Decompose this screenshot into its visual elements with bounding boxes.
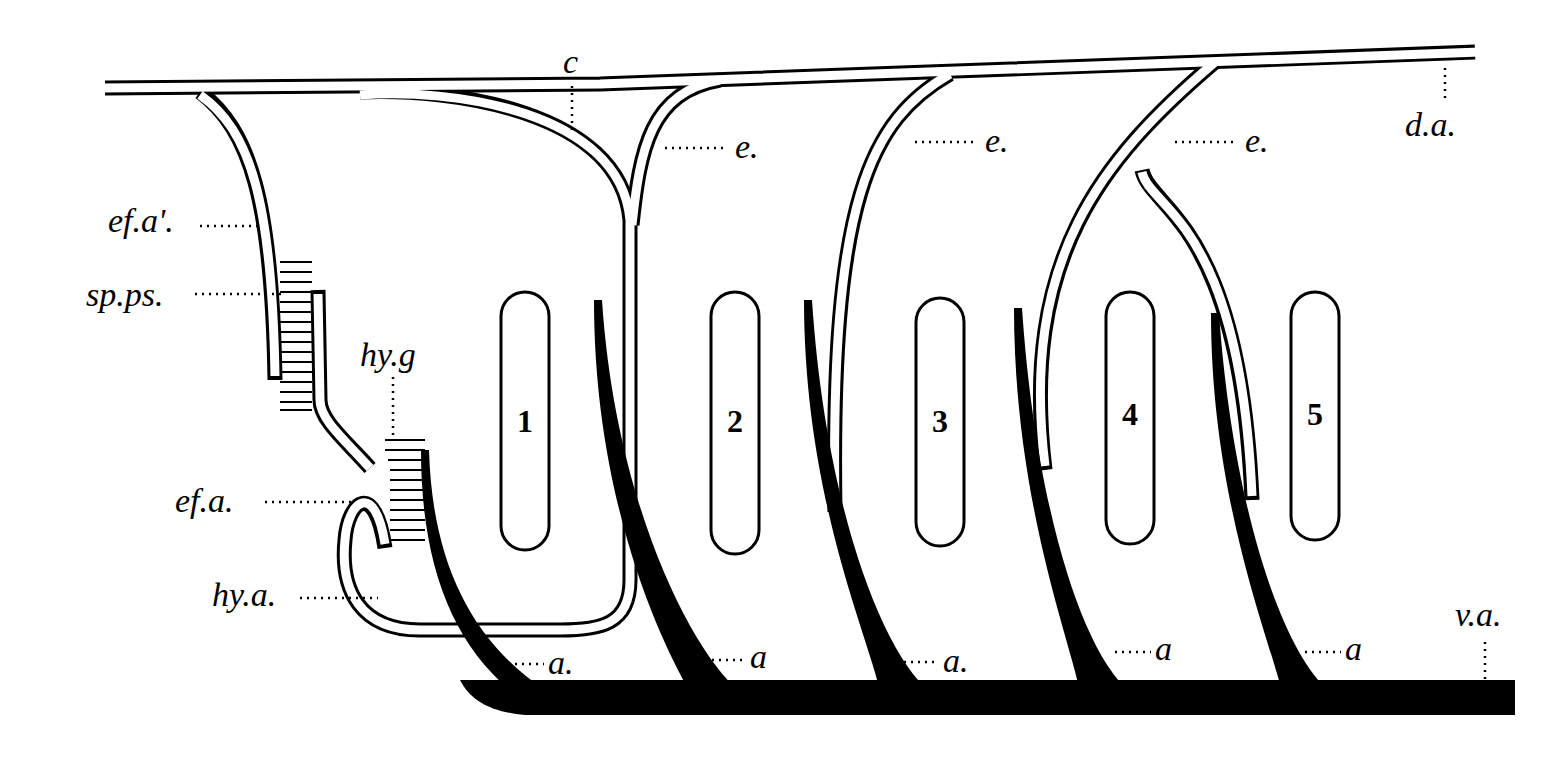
part-label: e.	[985, 124, 1009, 158]
part-label: sp.ps.	[86, 278, 163, 312]
vessel-outlines	[105, 52, 1475, 630]
part-label: ef.a.	[175, 484, 234, 518]
part-label: a.	[548, 646, 574, 680]
slit-number: 2	[711, 405, 759, 437]
slit-number: 3	[916, 405, 964, 437]
vessel-lumens	[100, 52, 1480, 630]
part-label: e.	[735, 130, 759, 164]
part-label: d.a.	[1405, 108, 1456, 142]
leader-lines	[195, 68, 1485, 680]
slit-number: 5	[1291, 398, 1339, 430]
hatching	[280, 262, 425, 540]
part-label: hy.a.	[212, 578, 276, 612]
part-label: v.a.	[1455, 598, 1502, 632]
part-label: c	[563, 45, 578, 79]
afferent-arteries	[421, 300, 1515, 715]
slit-number: 4	[1106, 398, 1154, 430]
slit-number: 1	[501, 405, 549, 437]
part-label: a	[750, 640, 767, 674]
part-label: hy.g	[360, 338, 416, 372]
part-label: a	[1155, 632, 1172, 666]
part-label: a	[1345, 632, 1362, 666]
part-label: e.	[1245, 124, 1269, 158]
gill-slits	[501, 292, 1339, 554]
part-label: ef.a'.	[108, 204, 174, 238]
part-label: a.	[943, 644, 969, 678]
